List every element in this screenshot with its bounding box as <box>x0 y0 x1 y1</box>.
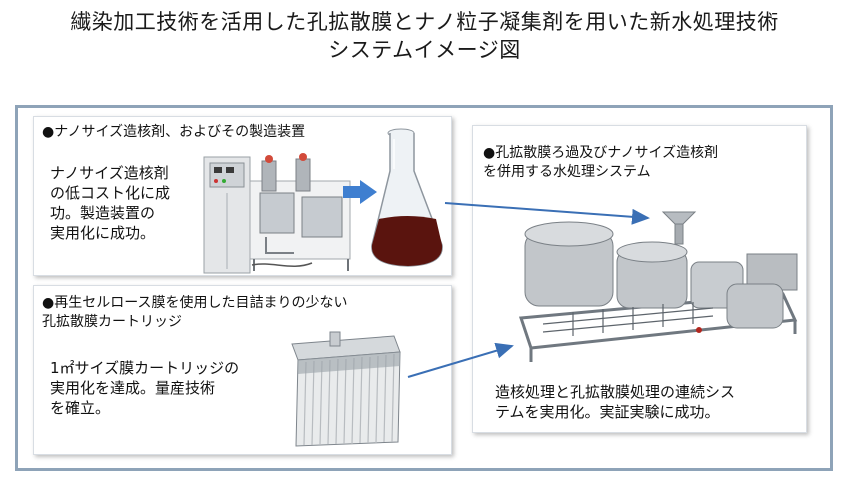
nano-agent-panel: ●ナノサイズ造核剤、およびその製造装置 ナノサイズ造核剤 の低コスト化に成 功。… <box>33 116 452 276</box>
water-system-panel: ●孔拡散膜ろ過及びナノサイズ造核剤 を併用する水処理システム 造核処理と孔拡散膜… <box>472 125 807 433</box>
system-heading-2: を併用する水処理システム <box>483 164 651 180</box>
flask-illustration <box>371 128 443 267</box>
system-desc-2: テムを実用化。実証実験に成功。 <box>495 403 720 421</box>
nano-agent-heading: ●ナノサイズ造核剤、およびその製造装置 <box>42 124 306 140</box>
membrane-heading-1: ●再生セルロース膜を使用した目詰まりの少ない <box>42 295 348 311</box>
water-treatment-system-illustration <box>518 211 798 362</box>
arrow-icon <box>444 202 650 225</box>
page-title: 繊染加工技術を活用した孔拡散膜とナノ粒子凝集剤を用いた新水処理技術 システムイメ… <box>0 8 849 64</box>
system-heading-1: ●孔拡散膜ろ過及びナノサイズ造核剤 <box>483 145 719 161</box>
nano-agent-desc-3: 功。製造装置の <box>50 204 156 222</box>
membrane-cartridge-illustration <box>291 331 401 447</box>
nano-agent-desc-4: 実用化に成功。 <box>50 224 156 242</box>
membrane-desc-3: を確立。 <box>50 399 111 417</box>
right-arrow-icon <box>343 180 377 204</box>
manufacturing-apparatus-illustration <box>203 153 351 274</box>
system-desc-1: 造核処理と孔拡散膜処理の連続シス <box>495 383 736 401</box>
membrane-cartridge-panel: ●再生セルロース膜を使用した目詰まりの少ない 孔拡散膜カートリッジ 1㎡サイズ膜… <box>33 285 452 455</box>
membrane-desc-1: 1㎡サイズ膜カートリッジの <box>50 359 240 377</box>
title-line-1: 繊染加工技術を活用した孔拡散膜とナノ粒子凝集剤を用いた新水処理技術 <box>70 10 779 34</box>
nano-agent-desc-1: ナノサイズ造核剤 <box>50 164 169 182</box>
title-line-2: システムイメージ図 <box>328 38 521 62</box>
membrane-heading-2: 孔拡散膜カートリッジ <box>42 314 182 330</box>
arrow-icon <box>407 342 514 378</box>
nano-agent-desc-2: の低コスト化に成 <box>50 184 171 202</box>
membrane-desc-2: 実用化を達成。量産技術 <box>50 379 216 397</box>
